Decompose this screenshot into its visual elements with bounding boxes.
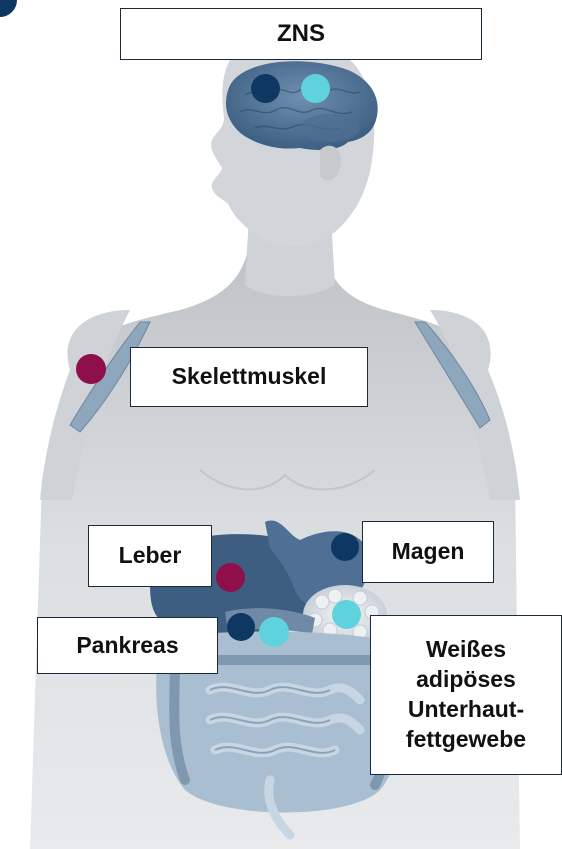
label-skelettmuskel: Skelettmuskel xyxy=(130,347,368,407)
label-fettgewebe: Weißes adipöses Unterhaut- fettgewebe xyxy=(370,615,562,775)
skelettmuskel-maroon-dot xyxy=(76,354,106,384)
pankreas-dark-dot xyxy=(227,613,255,641)
label-zns: ZNS xyxy=(120,8,482,60)
label-magen: Magen xyxy=(362,521,494,583)
label-fettgewebe-line-4: fettgewebe xyxy=(406,725,526,755)
corner-accent xyxy=(0,0,17,17)
leber-maroon-dot xyxy=(216,563,245,592)
label-fettgewebe-line-3: Unterhaut- xyxy=(408,695,524,725)
label-pankreas: Pankreas xyxy=(37,617,218,674)
zns-cyan-dot xyxy=(301,74,330,103)
label-leber: Leber xyxy=(88,525,212,587)
brain-illustration xyxy=(226,61,378,150)
label-fettgewebe-line-2: adipöses xyxy=(416,665,516,695)
zns-dark-dot xyxy=(251,74,280,103)
fettgewebe-cyan-dot xyxy=(332,600,361,629)
magen-dark-dot xyxy=(331,533,359,561)
pankreas-cyan-dot xyxy=(259,617,289,647)
label-fettgewebe-line-1: Weißes xyxy=(426,635,506,665)
